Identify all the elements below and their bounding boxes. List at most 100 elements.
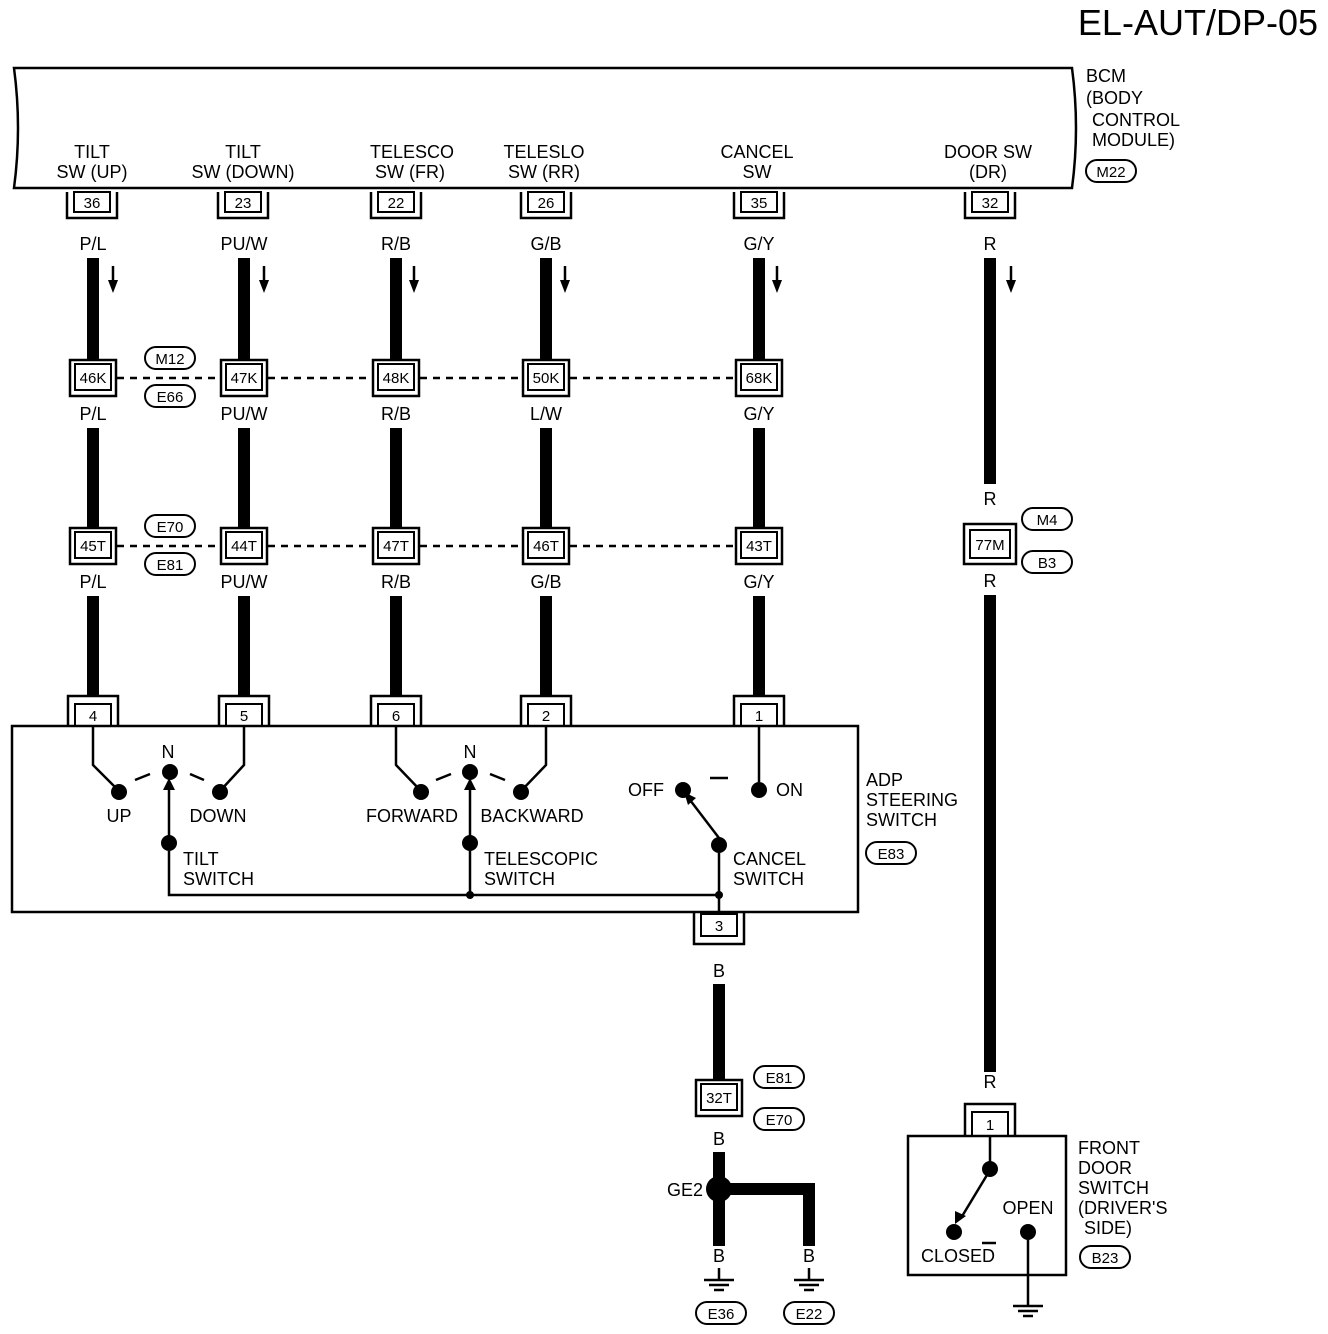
down-arrow-icon bbox=[409, 266, 419, 293]
wire-color: PU/W bbox=[221, 572, 268, 592]
ground-icon bbox=[794, 1268, 824, 1292]
adp-steering-switch: ADP STEERING SWITCH E83 UP N DOWN TILT S… bbox=[10, 724, 958, 914]
bcm-pin: 36 bbox=[84, 195, 101, 212]
cancel-switch-label: SWITCH bbox=[733, 869, 804, 889]
telescopic-switch: FORWARD N BACKWARD TELESCOPIC SWITCH bbox=[366, 726, 598, 899]
wire-color: B bbox=[803, 1246, 815, 1266]
circuit-wires bbox=[87, 258, 765, 695]
door-switch-label-line: SWITCH bbox=[1078, 1178, 1149, 1198]
wire-color: B bbox=[713, 1129, 725, 1149]
bcm-terminal-name: TILT bbox=[225, 142, 261, 162]
door-switch-connector-badge: B23 bbox=[1092, 1250, 1119, 1267]
connector-pin: 48K bbox=[383, 370, 410, 387]
wire-color: B bbox=[713, 961, 725, 981]
connector-pin: 46K bbox=[80, 370, 107, 387]
ground-icon bbox=[704, 1268, 734, 1292]
connector-badge: B3 bbox=[1038, 555, 1056, 572]
cancel-on-label: ON bbox=[776, 780, 803, 800]
telescopic-forward-label: FORWARD bbox=[366, 806, 458, 826]
connector-pin: 47K bbox=[231, 370, 258, 387]
switch-pin-connector: 4 bbox=[66, 694, 120, 727]
harness-connector: 68K bbox=[734, 358, 784, 398]
k-row-connectors: 46K 47K 48K 50K 68K M12 E66 bbox=[68, 346, 784, 408]
tilt-neutral-label: N bbox=[162, 742, 175, 762]
wire-color: R bbox=[984, 234, 997, 254]
tilt-switch-label: SWITCH bbox=[183, 869, 254, 889]
wire-color: G/Y bbox=[743, 572, 774, 592]
switch-pin-connector: 1 bbox=[732, 694, 786, 727]
harness-connector: 46K bbox=[68, 358, 118, 398]
harness-connector: 50K bbox=[521, 358, 571, 398]
connector-pin: 32T bbox=[706, 1090, 732, 1107]
tilt-switch-label: TILT bbox=[183, 849, 219, 869]
connector-pin: 77M bbox=[975, 537, 1004, 554]
wire-color: R/B bbox=[381, 404, 411, 424]
bcm-pin: 35 bbox=[751, 195, 768, 212]
wire-color: B bbox=[713, 1246, 725, 1266]
wire-color: R bbox=[984, 489, 997, 509]
bcm-connector-badge: M22 bbox=[1096, 164, 1125, 181]
bcm-terminals: TILT SW (UP) TILT SW (DOWN) TELESCO SW (… bbox=[57, 142, 1033, 182]
connector-badge: E81 bbox=[766, 1070, 793, 1087]
adp-label-line: ADP bbox=[866, 770, 903, 790]
door-switch-circuit: R R 77M M4 B3 R R 1 OPEN CLO bbox=[906, 234, 1167, 1318]
switch-pin: 1 bbox=[755, 708, 763, 725]
connector-badge: E81 bbox=[157, 557, 184, 574]
switch-pin: 5 bbox=[240, 708, 248, 725]
bcm-pin: 22 bbox=[388, 195, 405, 212]
wire-color: G/B bbox=[530, 572, 561, 592]
bcm-terminal-name: SW (FR) bbox=[375, 162, 445, 182]
switch-pin: 2 bbox=[542, 708, 550, 725]
bcm-pin-connector: 36 bbox=[65, 191, 119, 220]
cancel-off-label: OFF bbox=[628, 780, 664, 800]
down-arrow-icon bbox=[259, 266, 269, 293]
bcm-terminal-name: (DR) bbox=[969, 162, 1007, 182]
door-switch-label-line: SIDE) bbox=[1084, 1218, 1132, 1238]
bcm-pin-connectors: 36 23 22 26 35 32 bbox=[65, 191, 1017, 220]
door-switch-label-line: (DRIVER'S bbox=[1078, 1198, 1167, 1218]
adp-label-line: SWITCH bbox=[866, 810, 937, 830]
bcm-label-line: CONTROL bbox=[1092, 110, 1180, 130]
wire-segment bbox=[719, 1183, 815, 1246]
harness-connector: 77M bbox=[962, 522, 1018, 566]
bcm-pin: 32 bbox=[982, 195, 999, 212]
connector-badge: E70 bbox=[157, 519, 184, 536]
door-switch-label-line: DOOR bbox=[1078, 1158, 1132, 1178]
harness-connector: 45T bbox=[68, 526, 118, 566]
bcm-pin: 26 bbox=[538, 195, 555, 212]
telescopic-switch-label: SWITCH bbox=[484, 869, 555, 889]
bcm-label-line: (BODY bbox=[1086, 88, 1143, 108]
wire-color: PU/W bbox=[221, 404, 268, 424]
harness-connector: 47K bbox=[219, 358, 269, 398]
connector-badge: E66 bbox=[157, 389, 184, 406]
connector-pin: 50K bbox=[533, 370, 560, 387]
wire-color-labels: P/L P/L P/L PU/W PU/W PU/W R/B R/B R/B G… bbox=[79, 234, 774, 592]
down-arrow-icon bbox=[772, 266, 782, 293]
signal-arrows bbox=[108, 266, 1016, 293]
bcm-pin-connector: 32 bbox=[963, 191, 1017, 220]
ground-badge: E22 bbox=[796, 1306, 823, 1323]
cancel-switch-label: CANCEL bbox=[733, 849, 806, 869]
bcm-terminal-name: SW (RR) bbox=[508, 162, 580, 182]
bcm-terminal-name: CANCEL bbox=[720, 142, 793, 162]
connector-pin: 68K bbox=[746, 370, 773, 387]
ground-icon bbox=[1013, 1304, 1043, 1318]
switch-pin-connector: 3 bbox=[692, 912, 746, 946]
switch-pin-connector: 1 bbox=[963, 1102, 1017, 1137]
bcm-terminal-name: TELESCO bbox=[370, 142, 454, 162]
cancel-switch: OFF ON CANCEL SWITCH bbox=[628, 726, 806, 914]
bcm-terminal-name: SW (UP) bbox=[57, 162, 128, 182]
wire-color: R bbox=[984, 1072, 997, 1092]
connector-badge: M4 bbox=[1037, 512, 1058, 529]
door-closed-label: CLOSED bbox=[921, 1246, 995, 1266]
harness-connector: 32T bbox=[694, 1078, 744, 1118]
telescopic-switch-label: TELESCOPIC bbox=[484, 849, 598, 869]
harness-connector: 43T bbox=[734, 526, 784, 566]
wire-color: L/W bbox=[530, 404, 562, 424]
switch-pin-connector: 6 bbox=[369, 694, 423, 727]
bcm-module: BCM (BODY CONTROL MODULE) M22 bbox=[12, 66, 1180, 190]
bcm-pin-connector: 22 bbox=[369, 191, 423, 220]
page-code: EL-AUT/DP-05 bbox=[1078, 2, 1318, 43]
wire-color: R/B bbox=[381, 234, 411, 254]
